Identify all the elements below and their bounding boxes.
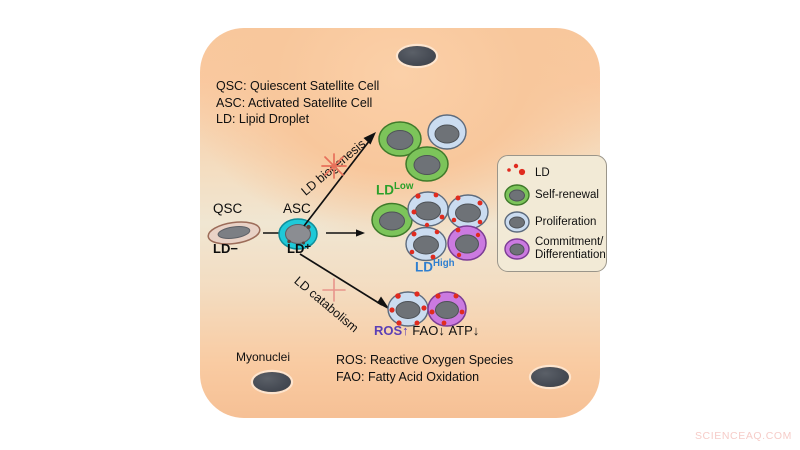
- blue-cell-icon: [504, 211, 530, 233]
- green-cell-icon: [504, 184, 530, 206]
- atp-label: ATP: [448, 323, 473, 338]
- cell-cluster-ld-low: [374, 112, 482, 184]
- cell-cluster-ld-high: [370, 190, 500, 264]
- legend-item-ld: LD: [504, 162, 550, 184]
- ld-high-label: LDHigh: [415, 258, 455, 275]
- ros-arrow: ↑: [402, 323, 409, 338]
- ld-dots-icon: [504, 162, 530, 184]
- fao-label: FAO: [412, 323, 439, 338]
- atp-arrow: ↓: [472, 323, 480, 338]
- ld-low-base: LD: [376, 182, 394, 198]
- legend-item-self-renewal: Self-renewal: [504, 184, 599, 206]
- definition-ros: ROS: Reactive Oxygen Species: [336, 353, 514, 367]
- myonucleus: [531, 367, 569, 387]
- abbreviation-block: QSC: Quiescent Satellite Cell ASC: Activ…: [216, 78, 379, 128]
- legend-box: LD Self-renewal Proliferation: [497, 155, 607, 272]
- abbreviation-ld: LD: Lipid Droplet: [216, 112, 310, 126]
- metabolic-outcome-line: ROS↑ FAO↓ ATP↓: [374, 323, 479, 338]
- inhibition-starburst-icon: [322, 278, 346, 302]
- legend-label-ld: LD: [535, 166, 550, 179]
- asc-ld-state: LD⁺: [287, 241, 312, 256]
- definition-fao: FAO: Fatty Acid Oxidation: [336, 369, 480, 384]
- qsc-ld-state: LD−: [213, 241, 238, 256]
- abbreviation-qsc: QSC: Quiescent Satellite Cell: [216, 79, 380, 93]
- qsc-label: QSC: [213, 201, 243, 216]
- myonuclei-label: Myonuclei: [236, 350, 291, 364]
- ros-label: ROS: [374, 323, 403, 338]
- legend-label-commitment: Commitment/ Differentiation: [535, 236, 606, 261]
- ld-low-label: LDLow: [376, 181, 413, 198]
- definition-block: ROS: Reactive Oxygen Species FAO: Fatty …: [336, 352, 513, 385]
- arrow-ld-catabolism: [299, 253, 390, 310]
- inhibition-starburst-icon: [321, 153, 347, 179]
- ld-high-sup: High: [433, 258, 455, 269]
- asc-label: ASC: [283, 201, 311, 216]
- ld-high-base: LD: [415, 259, 433, 275]
- legend-item-commitment: Commitment/ Differentiation: [504, 236, 609, 261]
- qsc-cell: [206, 218, 262, 248]
- purple-cell-icon: [504, 237, 530, 260]
- cell-cluster-ld-overload: [386, 288, 470, 330]
- watermark: SCIENCEAQ.COM: [694, 430, 792, 442]
- abbreviation-asc: ASC: Activated Satellite Cell: [216, 95, 373, 110]
- asc-cell: [277, 216, 319, 252]
- arrow-asc-to-mixed: [326, 229, 365, 237]
- arrow-ld-biogenesis: [303, 132, 376, 227]
- ld-low-sup: Low: [394, 181, 414, 192]
- legend-item-proliferation: Proliferation: [504, 211, 596, 233]
- legend-label-self-renewal: Self-renewal: [535, 188, 599, 201]
- myonucleus: [253, 372, 291, 392]
- fao-arrow: ↓: [438, 323, 445, 338]
- legend-label-proliferation: Proliferation: [535, 215, 597, 228]
- myonucleus: [398, 46, 436, 66]
